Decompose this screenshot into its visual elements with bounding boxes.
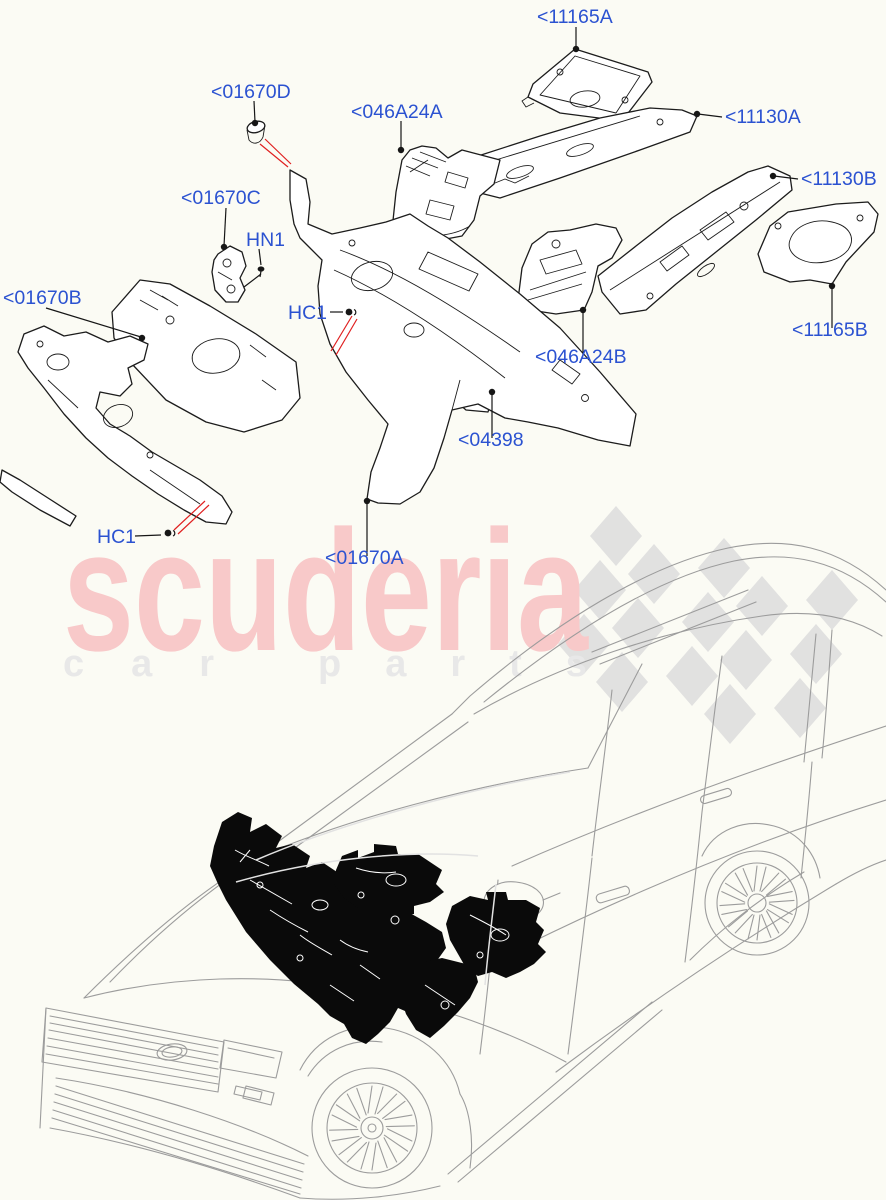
rear-wheel xyxy=(701,823,821,956)
installed-dash-insulator xyxy=(210,812,446,1044)
rear-door-handle xyxy=(699,787,733,805)
part-label-01670D[interactable]: <01670D xyxy=(211,81,291,103)
part-11165B-drawing xyxy=(757,201,879,285)
watermark: scuderia car parts xyxy=(63,495,858,744)
part-01670C-drawing xyxy=(211,245,247,303)
headlight xyxy=(219,1039,283,1079)
part-11130A-drawing xyxy=(469,107,698,199)
part-label-11165B[interactable]: <11165B xyxy=(792,319,868,341)
pointer-arrow-HC1-lower xyxy=(173,500,210,535)
fog-lamp xyxy=(242,1085,275,1106)
callouts: <11165A <01670D <046A24A <11130A <11130B… xyxy=(3,6,877,569)
tagline-word-car: car xyxy=(63,643,261,685)
pointer-arrow-HC1-upper xyxy=(330,315,358,356)
part-label-01670B[interactable]: <01670B xyxy=(3,287,82,309)
part-label-046A24A[interactable]: <046A24A xyxy=(351,101,443,123)
brand-watermark-text: scuderia xyxy=(63,495,589,687)
bolt-icon-HC1-upper xyxy=(345,308,357,316)
exploded-parts xyxy=(0,48,879,527)
part-label-HN1[interactable]: HN1 xyxy=(246,229,285,251)
part-label-04398[interactable]: <04398 xyxy=(458,429,524,451)
grille-badge xyxy=(156,1043,188,1061)
front-door-handle xyxy=(595,885,630,904)
part-label-11165A[interactable]: <11165A xyxy=(537,6,613,28)
part-label-HC1-lower[interactable]: HC1 xyxy=(97,526,136,548)
installed-floor-panel-2 xyxy=(446,892,546,978)
part-label-HC1-upper[interactable]: HC1 xyxy=(288,302,327,324)
installed-insulation-highlight xyxy=(210,771,571,1044)
part-11165A-drawing xyxy=(521,48,653,122)
part-01670A-drawing xyxy=(289,169,637,505)
checkered-flag-watermark xyxy=(558,506,858,744)
part-11130B-drawing xyxy=(597,165,793,315)
front-wheel xyxy=(299,1026,473,1189)
part-01670B-drawing xyxy=(17,325,233,525)
bolt-icon-HC1-lower xyxy=(164,529,176,537)
bolt-icon-HN1 xyxy=(257,266,265,278)
part-label-11130B[interactable]: <11130B xyxy=(801,168,877,190)
part-label-11130A[interactable]: <11130A xyxy=(725,106,801,128)
part-label-01670C[interactable]: <01670C xyxy=(181,187,261,209)
pointer-arrow-01670D xyxy=(259,138,292,168)
installed-floor-panel-3 xyxy=(400,958,478,1038)
part-label-046A24B[interactable]: <046A24B xyxy=(535,346,627,368)
part-dash-inner-panel-drawing xyxy=(0,279,301,527)
tagline-word-parts: parts xyxy=(318,643,631,685)
part-label-01670A[interactable]: <01670A xyxy=(325,547,404,569)
part-046A24B-drawing xyxy=(517,223,623,315)
